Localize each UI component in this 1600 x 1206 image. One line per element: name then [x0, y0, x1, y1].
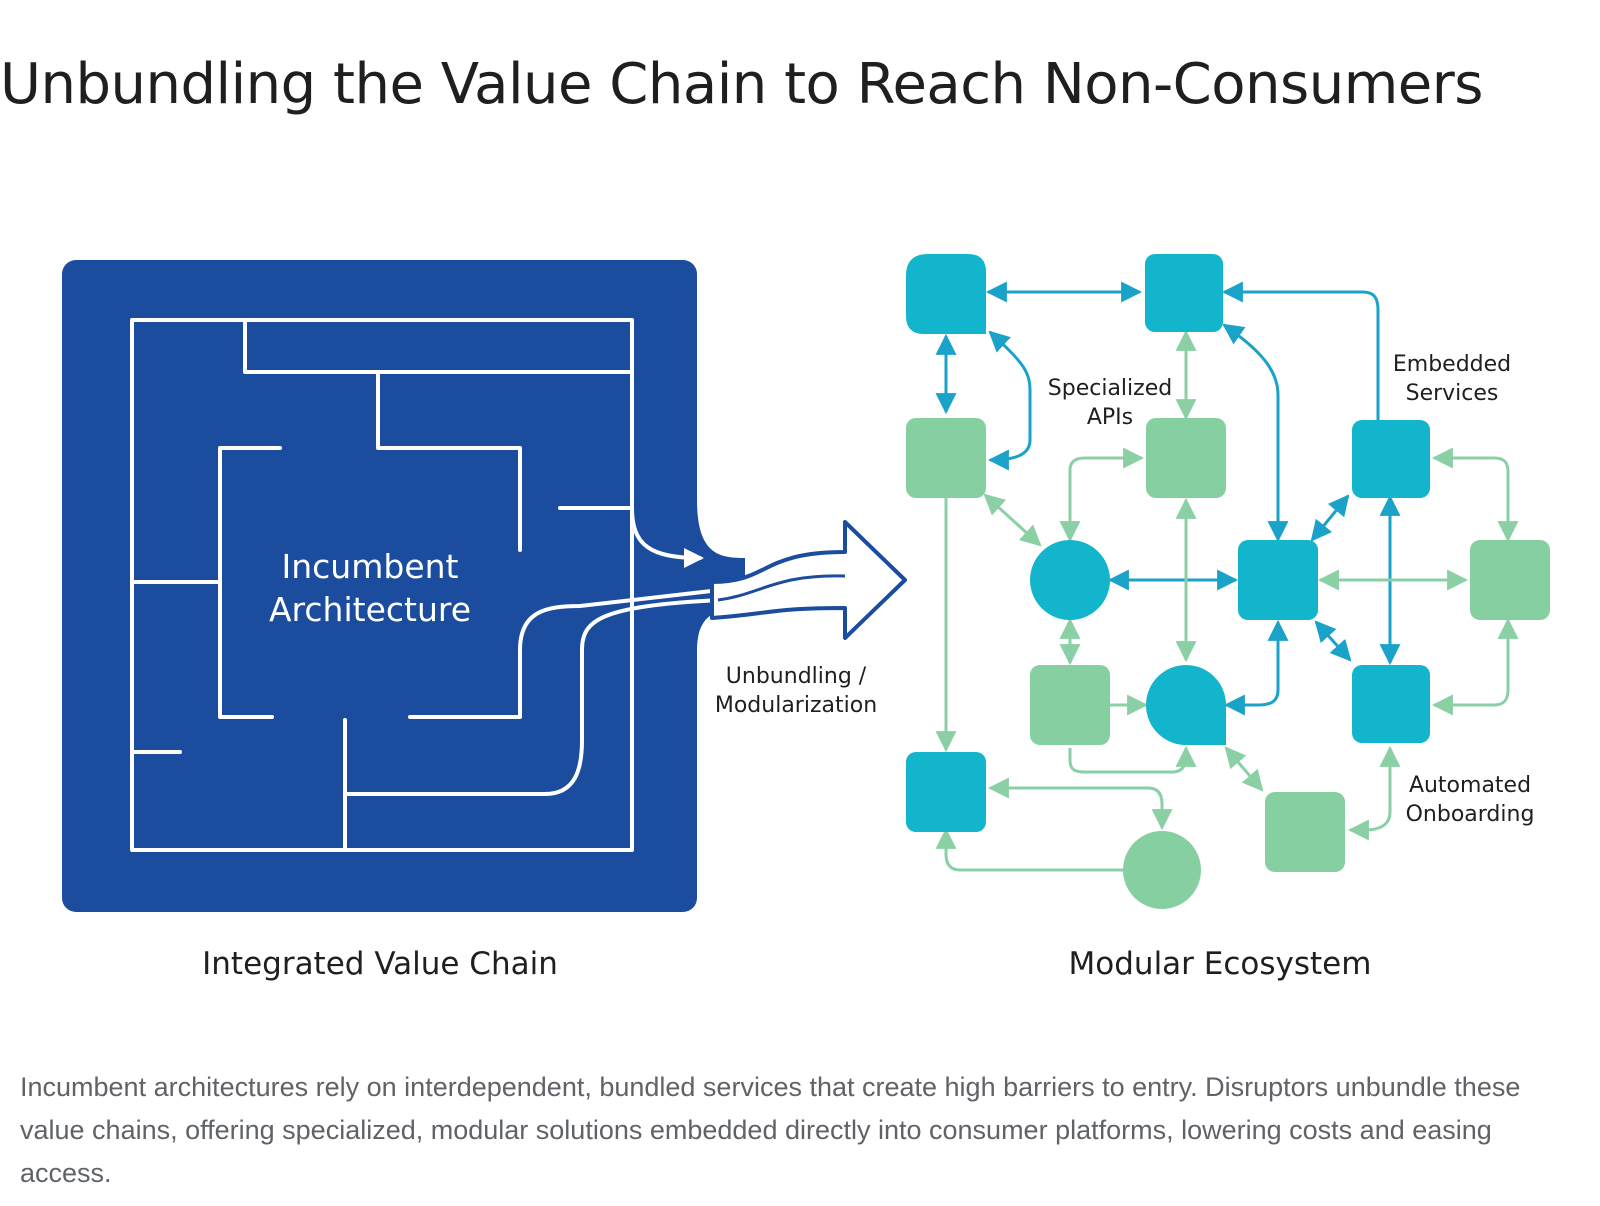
teal-hub-node: [1238, 540, 1318, 620]
specialized-apis-label-line2: APIs: [1087, 405, 1133, 430]
green-node-bottom-right: [1265, 792, 1345, 872]
ecosystem-nodes: [906, 254, 1550, 909]
unbundling-label-line2: Modularization: [715, 693, 877, 718]
teal-connectors: [935, 281, 1401, 716]
unbundling-transition: Unbundling / Modularization: [710, 520, 907, 718]
green-node-lower-left: [1030, 665, 1110, 745]
green-node-upper-left: [906, 418, 986, 498]
automated-onboarding-label-line2: Onboarding: [1406, 802, 1535, 827]
integrated-value-chain-panel: Incumbent Architecture Integrated Value …: [62, 260, 745, 982]
maze-flow-lines: [343, 506, 722, 796]
embedded-services-label-line1: Embedded: [1393, 352, 1511, 377]
teal-node-upper-right: [1352, 420, 1430, 498]
incumbent-block: [62, 260, 697, 912]
teal-node-bottom-left: [906, 752, 986, 832]
green-connectors: [935, 329, 1519, 872]
specialized-apis-label-line1: Specialized: [1048, 376, 1172, 401]
teal-node-lower-right: [1352, 665, 1430, 743]
integrated-value-chain-caption: Integrated Value Chain: [202, 946, 558, 982]
page-title: Unbundling the Value Chain to Reach Non-…: [0, 52, 1483, 117]
teal-circle-node-center-left: [1030, 540, 1110, 620]
maze-walls: [130, 318, 634, 852]
figure-description: Incumbent architectures rely on interdep…: [20, 1072, 1521, 1188]
teal-node-top-left: [906, 254, 986, 334]
green-circle-node-bottom: [1123, 831, 1201, 909]
incumbent-outlet: [697, 500, 745, 650]
incumbent-architecture-label-line2: Architecture: [269, 590, 471, 629]
green-node-upper-middle: [1146, 418, 1226, 498]
exit-path-upper: [630, 506, 704, 568]
incumbent-architecture-label-line1: Incumbent: [282, 547, 459, 586]
automated-onboarding-label-line1: Automated: [1409, 773, 1531, 798]
modular-ecosystem-caption: Modular Ecosystem: [1069, 946, 1372, 982]
exit-path-middle: [518, 588, 722, 652]
exit-path-lower: [343, 598, 722, 796]
value-chain-diagram: Incumbent Architecture Integrated Value …: [62, 254, 1550, 982]
green-node-right: [1470, 540, 1550, 620]
embedded-services-label-line2: Services: [1406, 381, 1499, 406]
modular-ecosystem-panel: Specialized APIs Embedded Services Autom…: [906, 254, 1550, 982]
unbundling-arrow: [710, 520, 907, 640]
teal-node-top-middle: [1145, 254, 1223, 332]
teal-drop-node-lower-middle: [1146, 665, 1226, 745]
unbundling-label-line1: Unbundling /: [726, 664, 867, 689]
